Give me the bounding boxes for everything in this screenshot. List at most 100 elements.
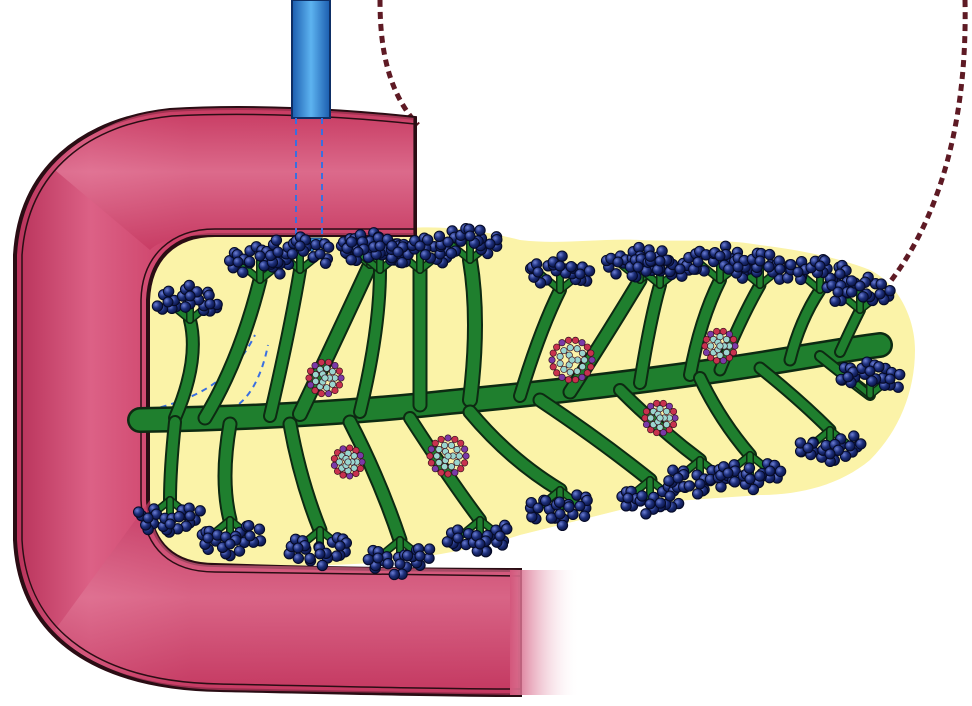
acinar-cell bbox=[203, 533, 213, 543]
acinar-cell bbox=[424, 544, 434, 554]
acinar-cell bbox=[894, 369, 904, 379]
islet-cell bbox=[579, 374, 585, 380]
islet-cell bbox=[445, 471, 451, 477]
acinar-cell bbox=[633, 262, 643, 272]
acinar-cell bbox=[315, 249, 325, 259]
acinar-cell bbox=[271, 235, 281, 245]
islet-cell bbox=[312, 371, 318, 377]
acinar-cell bbox=[555, 261, 565, 271]
acinar-cell bbox=[641, 509, 651, 519]
acinar-cell bbox=[566, 262, 576, 272]
islet-cell bbox=[557, 353, 563, 359]
islet-cell bbox=[318, 359, 324, 365]
islet-cell bbox=[730, 336, 736, 342]
islet-cell bbox=[454, 446, 460, 452]
acinar-cell bbox=[695, 479, 705, 489]
acinar-cell bbox=[584, 266, 594, 276]
islet-cell bbox=[332, 362, 338, 368]
acinar-cell bbox=[775, 466, 785, 476]
islet-cell bbox=[438, 469, 444, 475]
acinar-cell bbox=[557, 251, 567, 261]
acinar-cell bbox=[613, 257, 623, 267]
islet-cell bbox=[441, 442, 447, 448]
islet-cell bbox=[329, 368, 335, 374]
islet-cell bbox=[574, 346, 580, 352]
islet-cell bbox=[445, 453, 451, 459]
acinar-cell bbox=[331, 551, 341, 561]
acinar-cell bbox=[375, 241, 385, 251]
islet-cell bbox=[452, 469, 458, 475]
duct-branch bbox=[170, 422, 175, 500]
acinar-cell bbox=[575, 501, 585, 511]
islet-cell bbox=[579, 339, 585, 345]
acinar-cell bbox=[623, 493, 633, 503]
acinar-cell bbox=[843, 372, 853, 382]
islet-cell bbox=[643, 421, 649, 427]
islet-cell bbox=[336, 459, 342, 465]
islet-cell bbox=[588, 364, 594, 370]
islet-cell bbox=[461, 460, 467, 466]
acinar-cell bbox=[764, 249, 774, 259]
islet-cell bbox=[306, 375, 312, 381]
acinar-cell bbox=[315, 549, 325, 559]
acinar-cell bbox=[415, 241, 425, 251]
acinar-cell bbox=[673, 473, 683, 483]
islet-cell bbox=[324, 365, 330, 371]
islet bbox=[702, 328, 738, 364]
acinar-cell bbox=[353, 247, 363, 257]
acinar-cell bbox=[373, 553, 383, 563]
acinar-cell bbox=[723, 468, 733, 478]
islet-cell bbox=[441, 463, 447, 469]
acinar-cell bbox=[793, 267, 803, 277]
acinar-cell bbox=[876, 279, 886, 289]
acinar-cell bbox=[555, 509, 565, 519]
acinar-cell bbox=[765, 466, 775, 476]
islet-cell bbox=[312, 378, 318, 384]
acinar-cell bbox=[185, 511, 195, 521]
acinar-cell bbox=[143, 513, 153, 523]
acinar-cell bbox=[655, 256, 665, 266]
acinar-cell bbox=[233, 257, 243, 267]
islet-cell bbox=[723, 349, 729, 355]
acinar-cell bbox=[293, 543, 303, 553]
islet-cell bbox=[553, 370, 559, 376]
islet-cell bbox=[708, 343, 714, 349]
islet bbox=[427, 435, 469, 477]
acinar-cell bbox=[163, 297, 173, 307]
acinar-cell bbox=[716, 482, 726, 492]
acinar-cell bbox=[825, 449, 835, 459]
islet-cell bbox=[338, 375, 344, 381]
islet-cell bbox=[567, 369, 573, 375]
islet-cell bbox=[572, 376, 578, 382]
islet-cell bbox=[584, 344, 590, 350]
acinar-cell bbox=[885, 285, 895, 295]
islet-cell bbox=[351, 465, 357, 471]
islet-cell bbox=[717, 343, 723, 349]
acinar-cell bbox=[865, 366, 875, 376]
acinar-cell bbox=[715, 251, 725, 261]
acinar-cell bbox=[323, 242, 333, 252]
acinar-cell bbox=[554, 497, 564, 507]
islet-cell bbox=[589, 357, 595, 363]
islet-cell bbox=[351, 453, 357, 459]
islet-cell bbox=[567, 345, 573, 351]
acinar-cell bbox=[238, 267, 248, 277]
duodenum-cut-end bbox=[510, 570, 580, 695]
islet-cell bbox=[663, 408, 669, 414]
acinar-cell bbox=[645, 499, 655, 509]
islet-cell bbox=[448, 442, 454, 448]
acinar-cell bbox=[443, 237, 453, 247]
islet-cell bbox=[458, 466, 464, 472]
islet-cell bbox=[448, 463, 454, 469]
acinar-cell bbox=[845, 441, 855, 451]
acinar-cell bbox=[495, 531, 505, 541]
acinar-cell bbox=[273, 247, 283, 257]
acinar-cell bbox=[575, 269, 585, 279]
acinar-cell bbox=[346, 237, 356, 247]
islet-cell bbox=[584, 370, 590, 376]
acinar-cell bbox=[855, 281, 865, 291]
acinar-cell bbox=[830, 296, 840, 306]
acinar-cell bbox=[244, 256, 254, 266]
duct-branch bbox=[225, 424, 230, 520]
acinar-cluster bbox=[217, 531, 244, 561]
